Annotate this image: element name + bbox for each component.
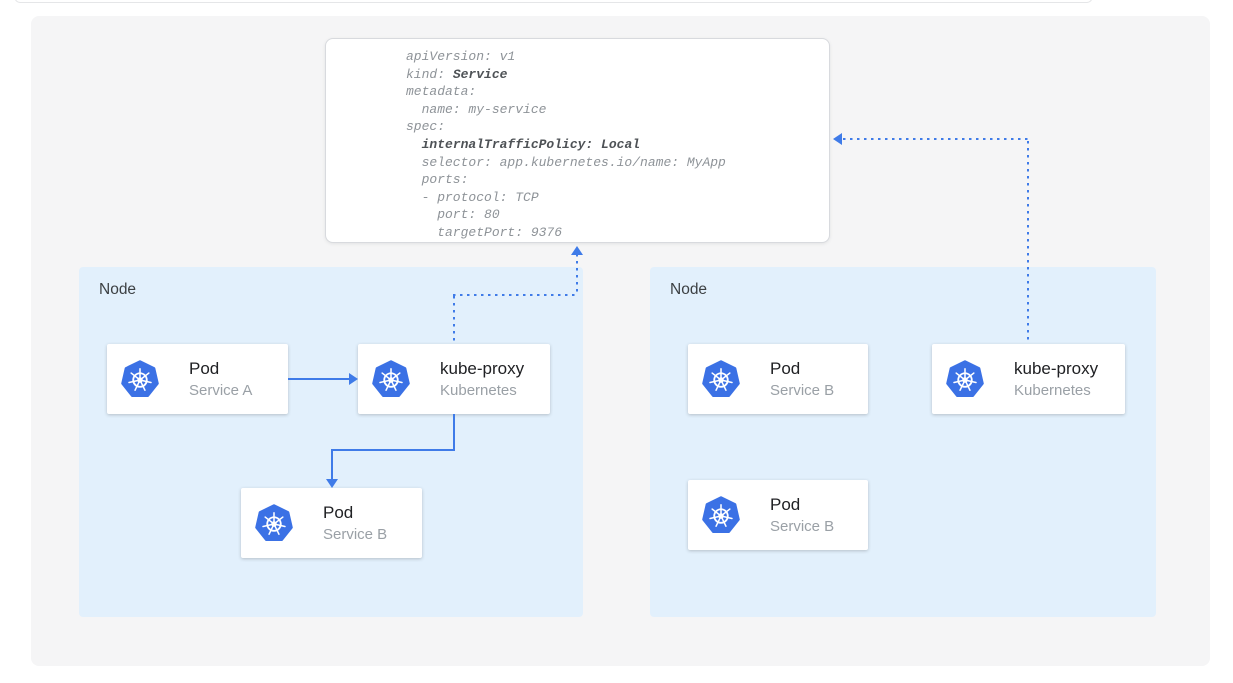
arrowhead-right xyxy=(349,373,358,385)
pod-service-b-card-right-1: Pod Service B xyxy=(688,344,868,414)
node-label: Node xyxy=(99,281,137,298)
card-subtitle: Service B xyxy=(323,525,388,543)
node-right: Node Pod Service B kube-proxy Kubernetes… xyxy=(650,267,1156,617)
card-subtitle: Kubernetes xyxy=(440,381,517,399)
page-top-divider xyxy=(14,0,1093,3)
arrowhead-left xyxy=(833,133,842,145)
card-title: kube-proxy xyxy=(440,358,525,378)
kubernetes-icon xyxy=(946,360,984,397)
node-label: Node xyxy=(670,281,708,298)
card-subtitle: Service B xyxy=(770,517,835,535)
pod-service-a-card: Pod Service A xyxy=(107,344,288,414)
kubernetes-icon xyxy=(372,360,410,397)
pod-service-b-card-right-2: Pod Service B xyxy=(688,480,868,550)
card-subtitle: Service A xyxy=(189,381,253,399)
card-subtitle: Service B xyxy=(770,381,835,399)
arrowhead-up xyxy=(571,246,583,255)
kubernetes-icon xyxy=(255,504,293,541)
kube-proxy-card-right: kube-proxy Kubernetes xyxy=(932,344,1125,414)
arrowhead-down xyxy=(326,479,338,488)
card-title: Pod xyxy=(770,358,801,378)
card-title: Pod xyxy=(770,494,801,514)
kubernetes-icon xyxy=(702,496,740,533)
card-title: Pod xyxy=(323,502,354,522)
kube-proxy-card-left: kube-proxy Kubernetes xyxy=(358,344,550,414)
pod-service-b-card-left: Pod Service B xyxy=(241,488,422,558)
card-title: Pod xyxy=(189,358,220,378)
kubernetes-icon xyxy=(121,360,159,397)
node-left: Node Pod Service A kube-proxy Kubernetes… xyxy=(79,267,583,617)
kubernetes-icon xyxy=(702,360,740,397)
card-subtitle: Kubernetes xyxy=(1014,381,1091,399)
card-title: kube-proxy xyxy=(1014,358,1099,378)
